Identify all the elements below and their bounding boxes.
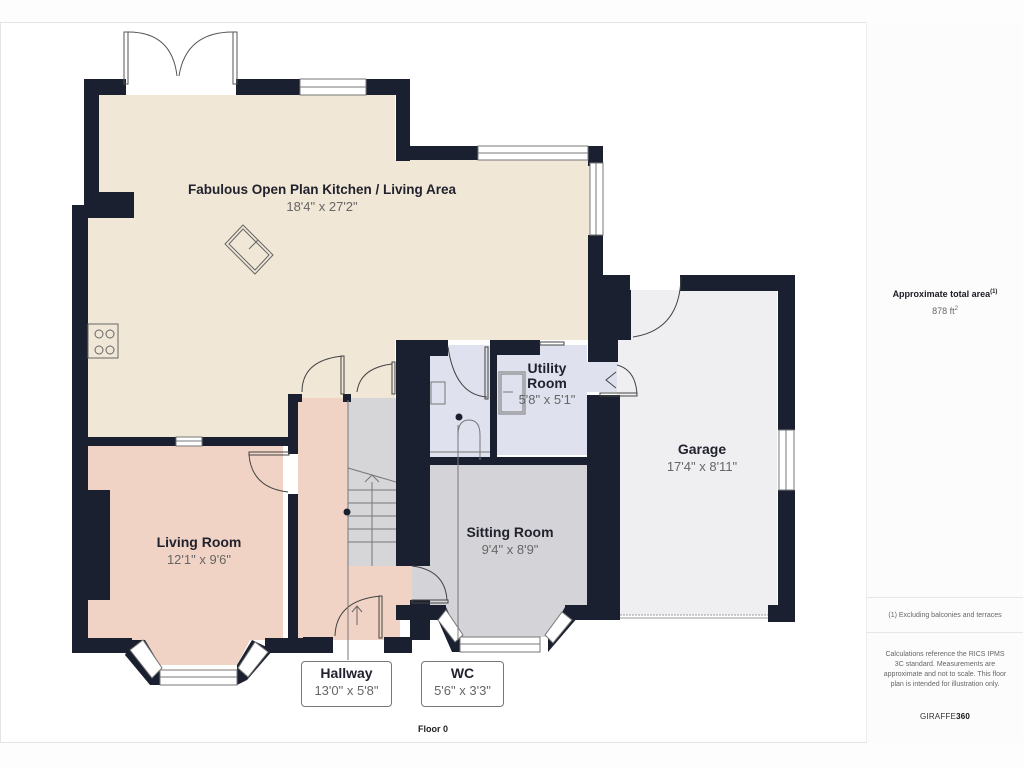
room-dimensions: 9'4" x 8'9" xyxy=(481,542,539,557)
fixtures xyxy=(430,371,526,640)
room-dimensions: 17'4" x 8'11" xyxy=(666,459,738,474)
room-label-garage: Garage 17'4" x 8'11" xyxy=(667,441,737,474)
footnote-text: (1) Excluding balconies and terraces xyxy=(888,611,1002,619)
stairs-start-dot xyxy=(343,508,351,516)
room-dimensions: 5'8" x 5'1" xyxy=(518,392,576,407)
area-title: Approximate total area(1) xyxy=(867,289,1023,299)
utility-fill xyxy=(497,345,587,455)
room-name: Fabulous Open Plan Kitchen / Living Area xyxy=(187,182,457,197)
room-label-kitchen: Fabulous Open Plan Kitchen / Living Area… xyxy=(188,182,456,214)
entrance-arrow-icon xyxy=(351,605,363,625)
area-footnote-marker: (1) xyxy=(990,289,998,295)
room-name: WC xyxy=(450,665,475,681)
sitting-entry xyxy=(412,566,432,606)
room-name: Hallway xyxy=(320,665,373,681)
area-unit-sup: 2 xyxy=(954,306,958,312)
room-dimensions: 5'6" x 3'3" xyxy=(434,683,491,698)
room-label-utility: Utility Room 5'8" x 5'1" xyxy=(518,360,576,408)
living-room-fill xyxy=(88,446,283,665)
windows xyxy=(175,78,795,491)
doors xyxy=(248,276,682,639)
stairs-fill xyxy=(348,398,398,566)
hob-icon xyxy=(87,323,119,359)
floor-label: Floor 0 xyxy=(417,724,449,734)
hallway-fill xyxy=(298,398,412,640)
brand-bold: 360 xyxy=(956,712,971,721)
room-label-living: Living Room 12'1" x 9'6" xyxy=(157,534,242,567)
brand-logo: GIRAFFE360 xyxy=(867,712,1023,721)
garage-fill xyxy=(617,290,777,615)
sitting-room-fill xyxy=(430,465,587,637)
footnote: (1) Excluding balconies and terraces xyxy=(867,597,1023,633)
utility-door-gap xyxy=(587,362,617,392)
stairs xyxy=(347,400,397,660)
kitchen-fill xyxy=(85,95,590,437)
room-name-line1: Utility xyxy=(527,360,567,376)
disclaimer: Calculations reference the RICS IPMS 3C … xyxy=(883,651,1007,688)
room-name: Living Room xyxy=(156,534,242,550)
area-value-text: 878 ft xyxy=(932,306,955,316)
walls xyxy=(72,79,795,653)
room-dimensions: 12'1" x 9'6" xyxy=(166,552,232,567)
room-callout-hallway: Hallway 13'0" x 5'8" xyxy=(301,661,392,707)
room-fills xyxy=(85,95,777,665)
room-callout-wc: WC 5'6" x 3'3" xyxy=(421,661,504,707)
room-dimensions: 13'0" x 5'8" xyxy=(314,683,379,698)
side-panel: Approximate total area(1) 878 ft2 (1) Ex… xyxy=(866,22,1023,743)
wc-fill xyxy=(430,345,490,460)
french-doors xyxy=(123,31,238,85)
area-value: 878 ft2 xyxy=(867,306,1023,316)
floor-plan-drawing xyxy=(72,31,795,686)
room-label-sitting: Sitting Room 9'4" x 8'9" xyxy=(466,524,553,557)
wc-dot xyxy=(455,413,463,421)
room-name-line2: Room xyxy=(527,375,567,391)
room-name: Sitting Room xyxy=(466,524,554,540)
room-dimensions: 18'4" x 27'2" xyxy=(286,199,358,214)
area-title-text: Approximate total area xyxy=(892,289,991,299)
kitchen-island xyxy=(224,224,274,275)
brand-light: GIRAFFE xyxy=(919,712,957,721)
bay-window-living xyxy=(125,639,273,686)
bay-window-sitting xyxy=(437,607,578,653)
room-name: Garage xyxy=(677,441,727,457)
